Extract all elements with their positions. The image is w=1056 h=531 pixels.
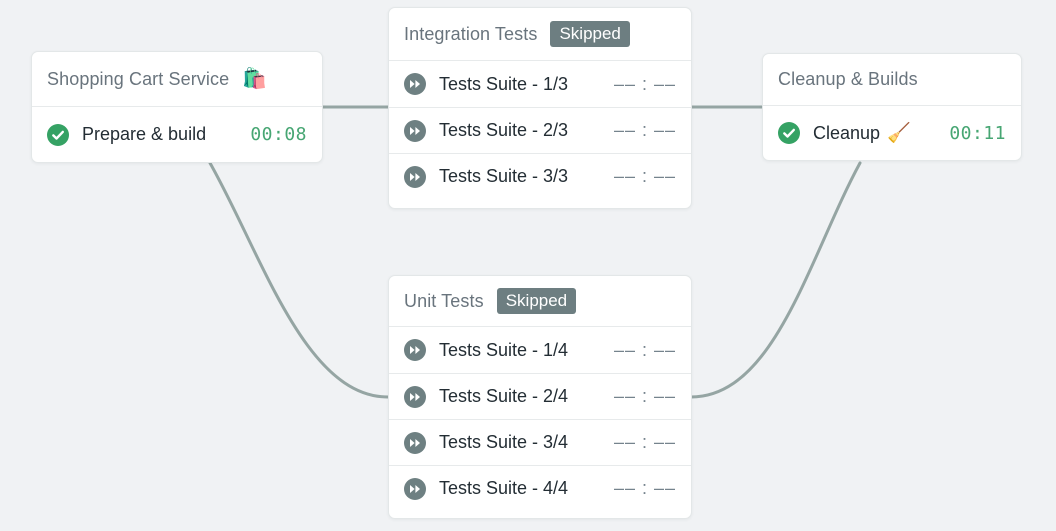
job-row-tests-suite-2-4[interactable]: Tests Suite - 2/4 –– : –– (389, 373, 691, 419)
check-icon (47, 123, 69, 146)
fast-forward-icon (404, 477, 426, 500)
job-duration: –– : –– (613, 166, 676, 186)
connector-unit-to-cleanup (689, 161, 862, 399)
fast-forward-icon (404, 385, 426, 408)
job-row-tests-suite-1-4[interactable]: Tests Suite - 1/4 –– : –– (389, 327, 691, 373)
job-row-tests-suite-1-3[interactable]: Tests Suite - 1/3 –– : –– (389, 61, 691, 107)
shopping-bags-emoji: 🛍️ (242, 68, 268, 90)
block-header: Integration Tests Skipped (389, 8, 691, 61)
job-label: Prepare & build (82, 124, 207, 144)
fast-forward-icon (404, 119, 426, 142)
block-cleanup-builds: Cleanup & Builds Cleanup 🧹 00:11 (762, 53, 1022, 161)
job-row-tests-suite-2-3[interactable]: Tests Suite - 2/3 –– : –– (389, 107, 691, 153)
job-label: Tests Suite - 2/4 (439, 386, 569, 406)
job-label: Tests Suite - 4/4 (439, 478, 569, 498)
job-label: Tests Suite - 3/3 (439, 166, 569, 186)
job-duration: 00:11 (949, 122, 1006, 144)
block-integration-tests: Integration Tests Skipped Tests Suite - … (388, 7, 692, 209)
fast-forward-icon (404, 73, 426, 95)
block-header: Unit Tests Skipped (389, 276, 691, 327)
skipped-badge: Skipped (496, 288, 577, 314)
block-title: Cleanup & Builds (778, 69, 918, 89)
job-row-tests-suite-4-4[interactable]: Tests Suite - 4/4 –– : –– (389, 465, 691, 511)
block-title: Unit Tests (404, 290, 484, 311)
job-duration: –– : –– (613, 339, 676, 360)
job-duration: 00:08 (250, 124, 307, 145)
job-row-cleanup[interactable]: Cleanup 🧹 00:11 (763, 106, 1021, 160)
job-label: Tests Suite - 1/3 (439, 73, 569, 94)
skipped-badge: Skipped (550, 21, 630, 47)
check-icon (778, 122, 800, 144)
connector-shopping-to-unit (208, 161, 390, 399)
block-title: Integration Tests (404, 23, 538, 44)
job-label: Tests Suite - 2/3 (439, 120, 569, 140)
job-duration: –– : –– (613, 120, 676, 140)
block-unit-tests: Unit Tests Skipped Tests Suite - 1/4 –– … (388, 275, 692, 519)
job-duration: –– : –– (613, 73, 676, 94)
job-label: Cleanup (813, 122, 881, 143)
job-duration: –– : –– (613, 386, 676, 406)
job-duration: –– : –– (613, 478, 676, 498)
block-header: Shopping Cart Service 🛍️ (32, 52, 322, 107)
job-label: Tests Suite - 3/4 (439, 432, 569, 452)
fast-forward-icon (404, 165, 426, 188)
block-header: Cleanup & Builds (763, 54, 1021, 106)
job-row-tests-suite-3-4[interactable]: Tests Suite - 3/4 –– : –– (389, 419, 691, 465)
broom-emoji: 🧹 (887, 122, 911, 144)
job-row-prepare-build[interactable]: Prepare & build 00:08 (32, 107, 322, 162)
job-duration: –– : –– (613, 432, 676, 452)
job-label: Tests Suite - 1/4 (439, 339, 569, 360)
block-shopping-cart-service: Shopping Cart Service 🛍️ Prepare & build… (31, 51, 323, 163)
fast-forward-icon (404, 431, 426, 454)
job-row-tests-suite-3-3[interactable]: Tests Suite - 3/3 –– : –– (389, 153, 691, 199)
block-title: Shopping Cart Service (47, 68, 230, 89)
fast-forward-icon (404, 339, 426, 361)
